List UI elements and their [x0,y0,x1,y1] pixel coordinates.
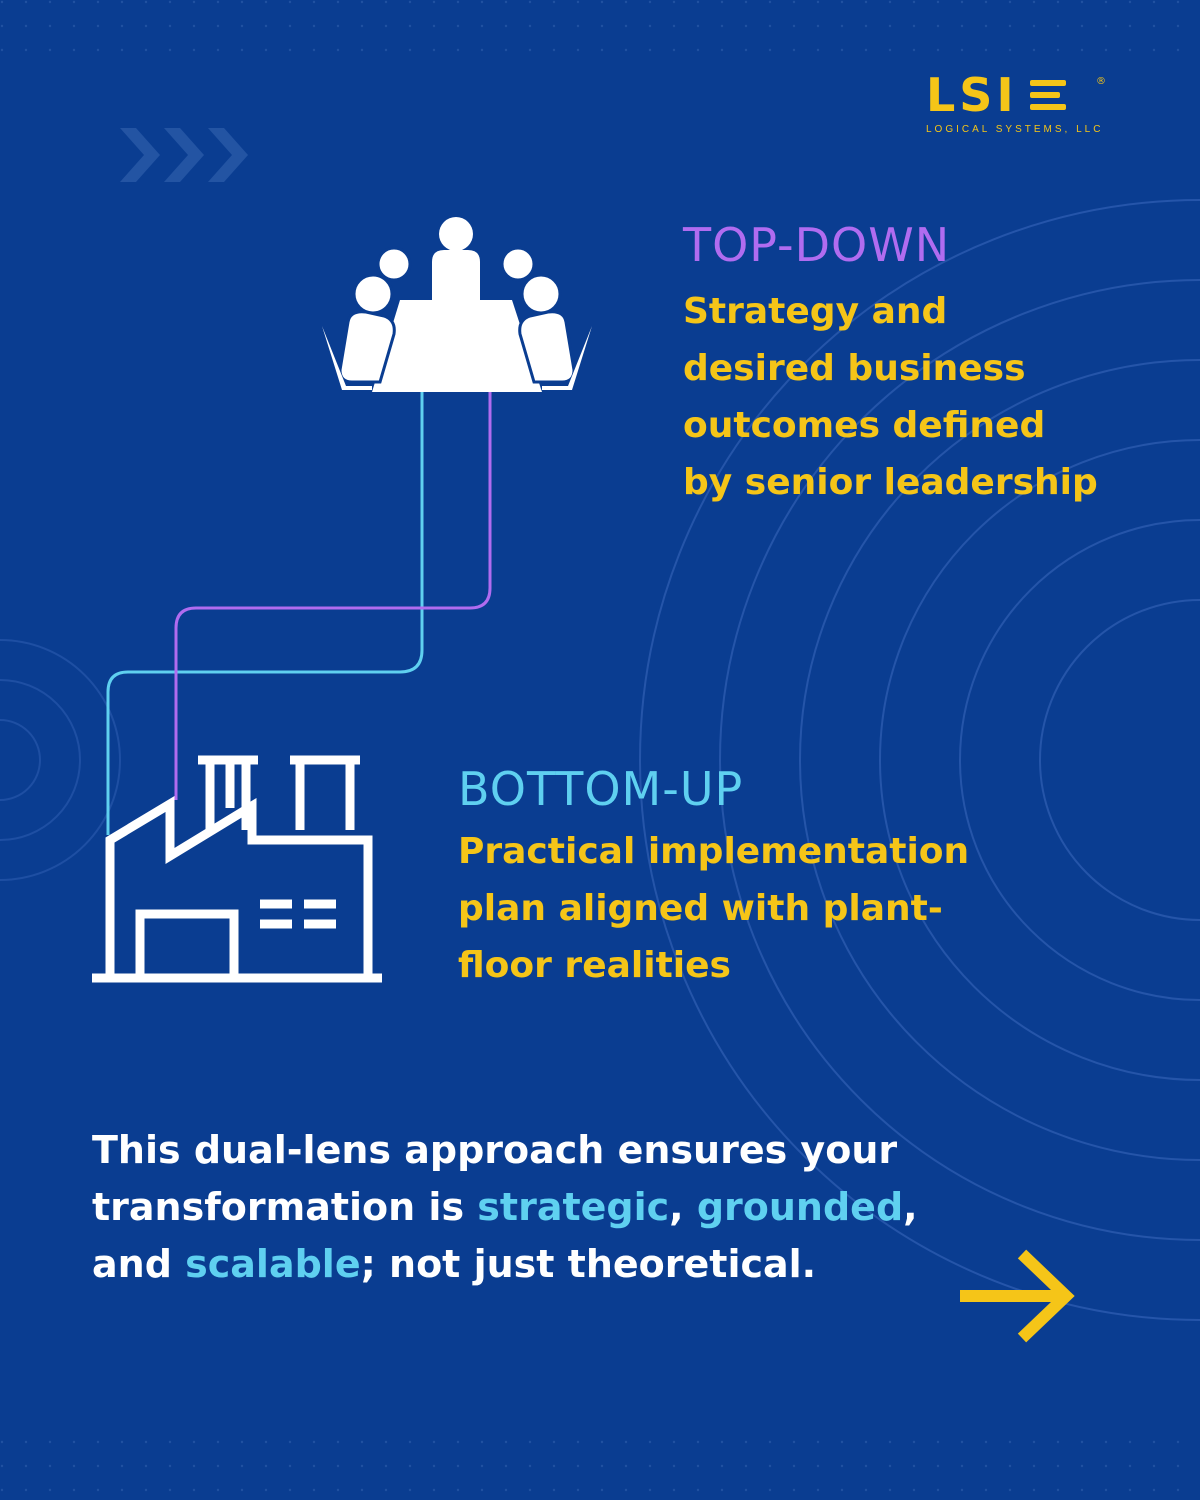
process-graphic [92,217,592,983]
bottom-up-line: Practical implementation [458,831,970,872]
highlight-grounded: grounded [696,1185,904,1229]
closing-statement: This dual-lens approach ensures your tra… [92,1122,918,1293]
logo-tagline: LOGICAL SYSTEMS, LLC [926,124,1104,135]
arrow-right-icon[interactable] [956,1248,1086,1348]
top-down-line: Strategy and [683,291,948,332]
company-logo: LSI ® LOGICAL SYSTEMS, LLC [926,72,1106,136]
closing-text: and [92,1242,186,1286]
registered-mark: ® [1096,76,1106,87]
closing-line-2: transformation is strategic, grounded, [92,1179,918,1236]
cyan-connector-line [106,392,424,835]
logo-mark: LSI [926,68,1018,122]
bottom-up-heading: BOTTOM-UP [458,762,744,816]
top-down-line: by senior leadership [683,462,1098,503]
closing-text: , [669,1185,697,1229]
meeting-table-icon [322,217,592,392]
closing-text: ; not just theoretical. [360,1242,817,1286]
top-down-heading: TOP-DOWN [683,218,951,272]
closing-text: , [903,1185,918,1229]
highlight-strategic: strategic [477,1185,670,1229]
highlight-scalable: scalable [185,1242,361,1286]
top-down-line: desired business [683,348,1026,389]
top-down-description: Strategy and desired business outcomes d… [683,283,1098,511]
purple-connector-line [174,392,492,800]
bottom-up-description: Practical implementation plan aligned wi… [458,823,969,994]
closing-line-3: and scalable; not just theoretical. [92,1236,918,1293]
top-down-line: outcomes defined [683,405,1046,446]
factory-icon [92,755,382,983]
closing-text: transformation is [92,1185,478,1229]
bottom-up-line: plan aligned with plant- [458,888,943,929]
closing-line-1: This dual-lens approach ensures your [92,1128,898,1172]
bottom-up-line: floor realities [458,945,731,986]
chevrons-right-icon [120,128,248,182]
logo-bars-icon [1029,80,1066,110]
